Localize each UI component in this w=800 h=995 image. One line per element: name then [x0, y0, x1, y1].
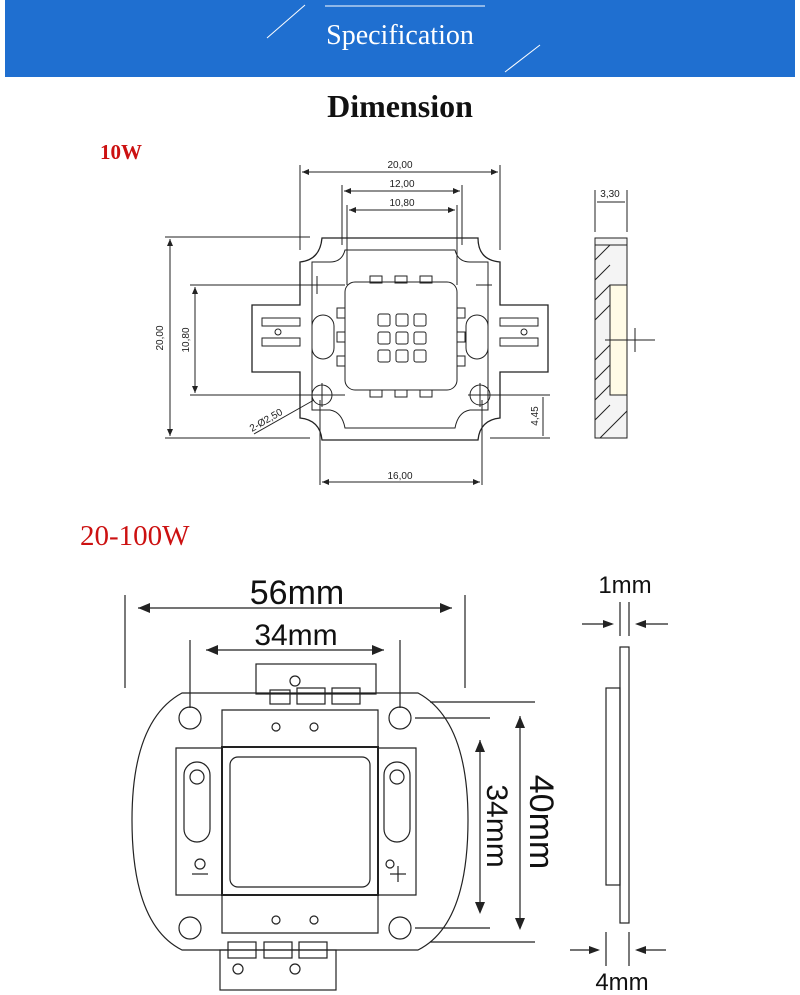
dim-10w-pad-width: 12,00: [389, 179, 414, 190]
dimension-heading: Dimension: [327, 88, 473, 124]
dim-34mm-width: 34mm: [254, 619, 337, 652]
drawing-20-100w: [124, 595, 535, 991]
dim-34mm-height: 34mm: [480, 784, 513, 867]
dim-4mm: 4mm: [595, 969, 648, 995]
label-20-100w: 20-100W: [80, 520, 190, 552]
dim-10w-overall-width: 20,00: [387, 160, 412, 171]
dim-56mm: 56mm: [250, 574, 344, 612]
dim-10w-hole-offset: 4,45: [530, 406, 541, 426]
specification-banner: Specification: [5, 0, 795, 77]
dim-10w-chip-width: 10,80: [389, 198, 414, 209]
dim-10w-overall-height: 20,00: [155, 325, 166, 350]
side-view-20-100w: [570, 602, 668, 966]
side-view-10w: [594, 190, 655, 439]
dim-10w-hole-spacing: 16,00: [387, 471, 412, 482]
dim-10w-chip-height: 10,80: [181, 327, 192, 352]
banner-title: Specification: [326, 20, 474, 51]
dim-1mm: 1mm: [598, 572, 651, 599]
dims-20-100w: 56mm 34mm 40mm 34mm 1mm 4mm: [250, 572, 652, 995]
drawing-10w: [165, 165, 550, 485]
label-10w: 10W: [100, 140, 142, 164]
dims-10w: 20,00 12,00 10,80 16,00 20,00 10,80 4,45…: [155, 160, 620, 482]
banner-decoration-lines: [266, 4, 541, 73]
dim-40mm: 40mm: [522, 775, 560, 869]
dim-10w-hole-diameter: 2-Ø2,50: [248, 407, 285, 435]
dim-10w-thickness: 3,30: [600, 189, 620, 200]
